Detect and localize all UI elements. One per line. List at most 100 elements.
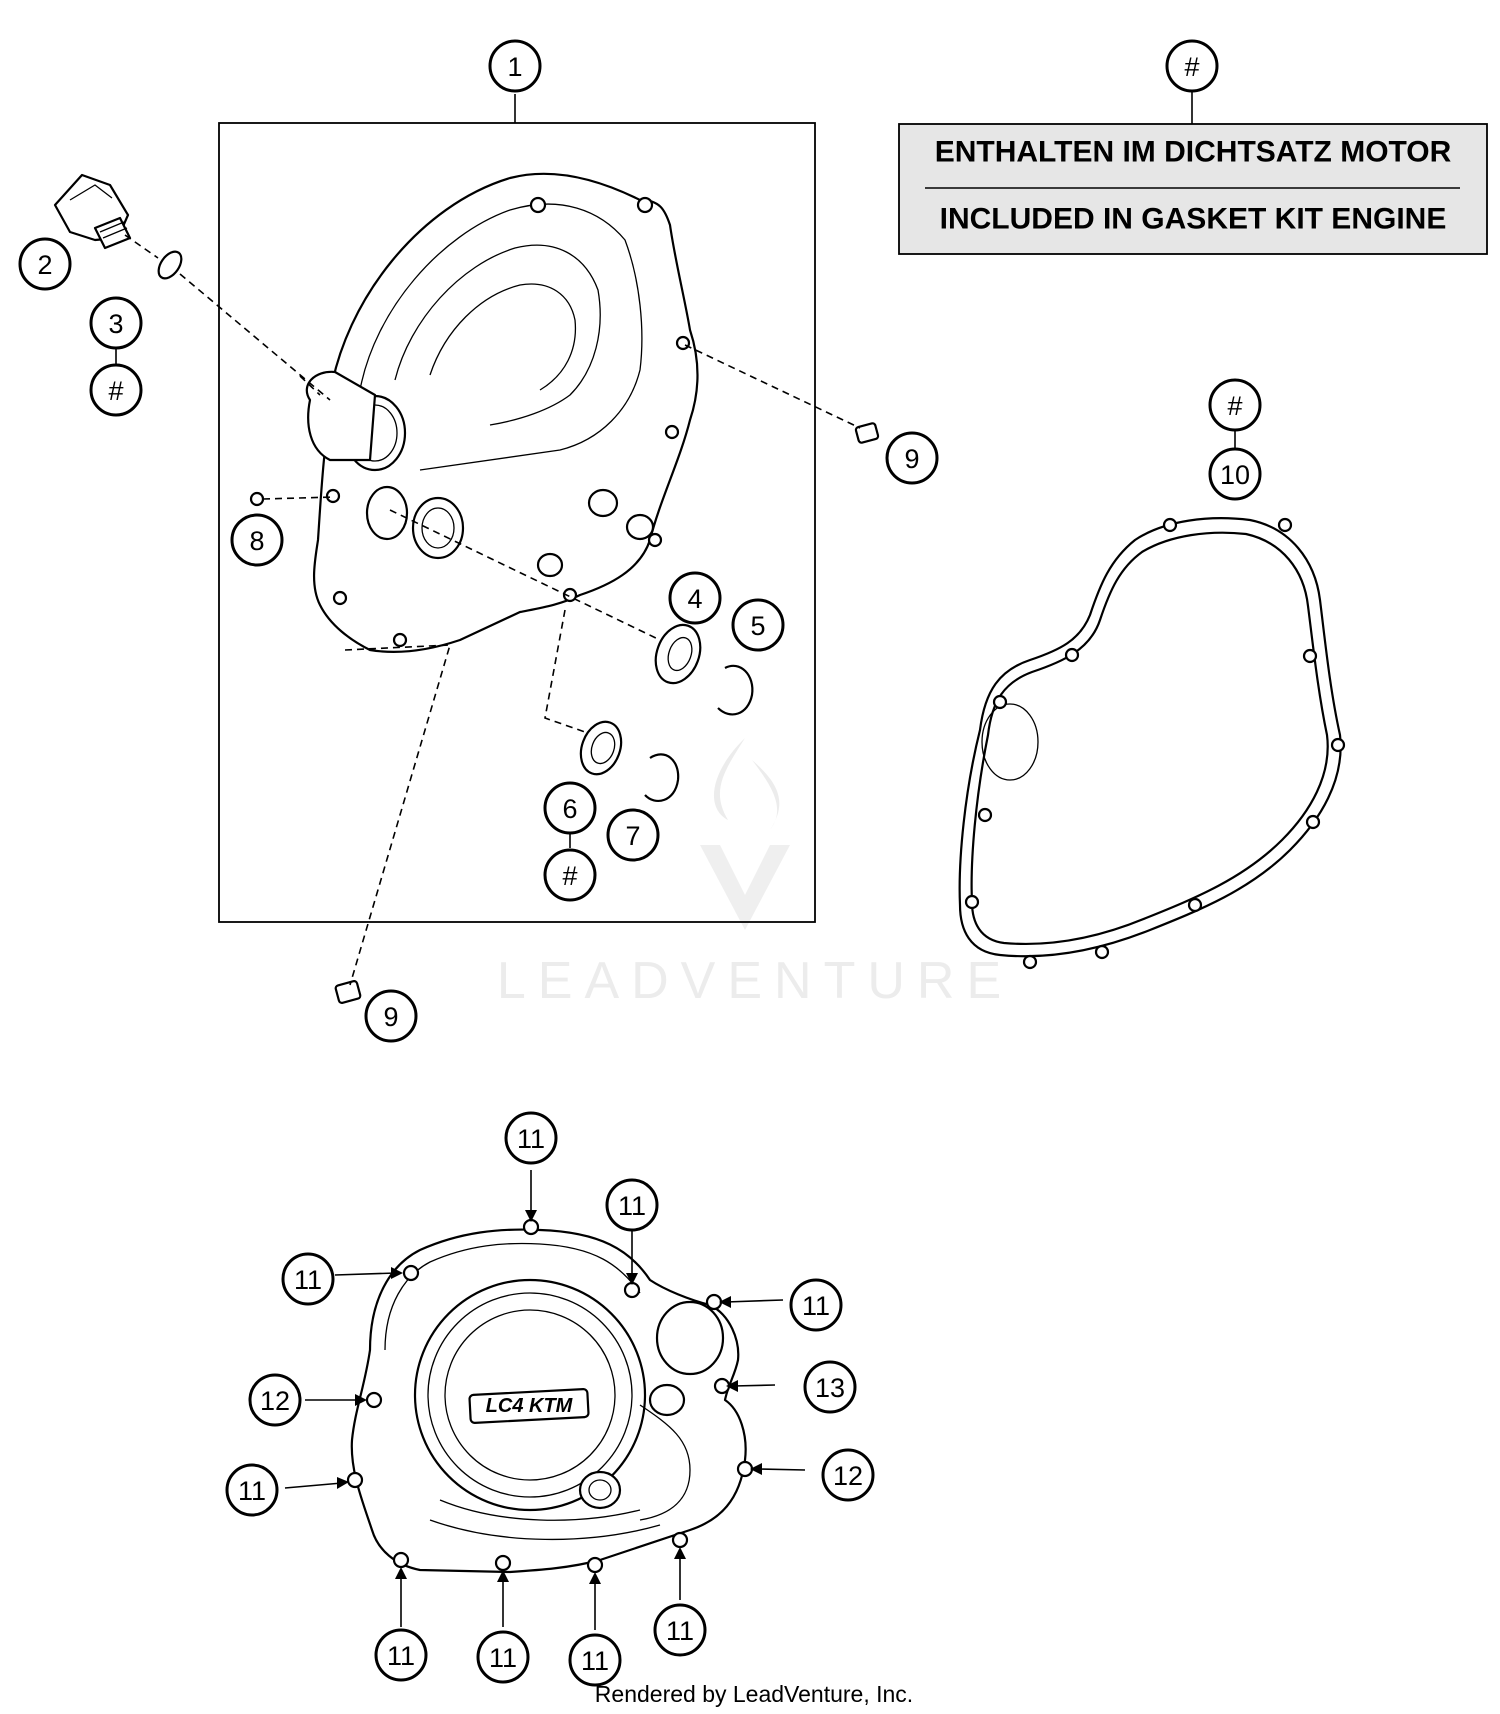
assembly-frame — [218, 122, 816, 923]
callout-label: 11 — [489, 1643, 517, 1673]
callout-label: 11 — [666, 1616, 694, 1646]
callout-label: 12 — [833, 1461, 863, 1491]
oil-filler-plug — [53, 173, 132, 250]
callout-c11b: 11 — [605, 1178, 659, 1232]
callout-circle — [605, 1178, 659, 1232]
screw-leaders — [284, 1170, 806, 1630]
watermark-text: LEADVENTURE — [497, 952, 1013, 1010]
callout-c12b: 12 — [821, 1448, 875, 1502]
callout-c11a: 11 — [504, 1111, 558, 1165]
callout-c6h: # — [543, 848, 597, 902]
callout-c1: 1 — [488, 39, 542, 93]
callout-c6: 6 — [543, 781, 597, 835]
watermark: LEADVENTURE — [497, 738, 1013, 1010]
ball-part — [249, 491, 265, 507]
callout-label: 11 — [294, 1265, 322, 1295]
callout-circle — [1208, 447, 1262, 501]
callout-circle — [374, 1628, 428, 1682]
callout-circle — [653, 1603, 707, 1657]
callout-label: 11 — [802, 1291, 830, 1321]
callout-circle — [668, 571, 722, 625]
callout-c11f: 11 — [374, 1628, 428, 1682]
callout-label: 3 — [108, 309, 123, 339]
callout-label: 7 — [625, 821, 640, 851]
callout-circle — [476, 1630, 530, 1684]
callout-c11d: 11 — [789, 1278, 843, 1332]
callout-circle — [89, 296, 143, 350]
note-marker: # — [1165, 39, 1219, 93]
callout-c11h: 11 — [568, 1633, 622, 1687]
callout-label: 11 — [238, 1476, 266, 1506]
callout-c8: 8 — [230, 513, 284, 567]
callout-label: 11 — [517, 1124, 545, 1154]
callout-c9b: 9 — [364, 989, 418, 1043]
callout-label: 6 — [562, 794, 577, 824]
callout-circle — [364, 989, 418, 1043]
callout-c13: 13 — [803, 1360, 857, 1414]
callout-circle — [248, 1373, 302, 1427]
installed-cover: LC4 KTM — [346, 1218, 754, 1574]
callout-label: 13 — [815, 1373, 845, 1403]
callout-label: # — [562, 861, 577, 891]
clutch-cover — [305, 172, 699, 654]
callout-label: 12 — [260, 1386, 290, 1416]
footer-credit: Rendered by LeadVenture, Inc. — [595, 1681, 913, 1707]
callout-label: 8 — [249, 526, 264, 556]
callout-circle — [18, 237, 72, 291]
note-line-en: INCLUDED IN GASKET KIT ENGINE — [940, 203, 1447, 236]
callout-c12a: 12 — [248, 1373, 302, 1427]
shaft-seal — [544, 609, 623, 776]
note-box: ENTHALTEN IM DICHTSATZ MOTOR INCLUDED IN… — [898, 90, 1488, 255]
callout-circle — [225, 1463, 279, 1517]
callout-c11c: 11 — [281, 1252, 335, 1306]
callout-label: # — [108, 376, 123, 406]
callout-circle — [821, 1448, 875, 1502]
circlip-lower — [644, 753, 680, 802]
callout-c10h: # — [1208, 378, 1262, 432]
note-marker-label: # — [1184, 52, 1199, 82]
callout-label: 2 — [37, 250, 52, 280]
dowel-pin-lower — [334, 644, 452, 1004]
callout-circle — [568, 1633, 622, 1687]
callout-c11e: 11 — [225, 1463, 279, 1517]
callout-label: 10 — [1220, 460, 1250, 490]
cover-logo-text: LC4 KTM — [486, 1395, 574, 1417]
callout-label: # — [1227, 391, 1242, 421]
callout-circle — [731, 598, 785, 652]
callout-circle — [606, 808, 660, 862]
callout-circle — [789, 1278, 843, 1332]
callout-circle — [281, 1252, 335, 1306]
callout-label: 9 — [904, 444, 919, 474]
callout-circle — [543, 848, 597, 902]
callout-c4: 4 — [668, 571, 722, 625]
circlip-upper — [717, 664, 754, 716]
callout-c3: 3 — [89, 296, 143, 350]
callout-c7: 7 — [606, 808, 660, 862]
callout-circle — [488, 39, 542, 93]
callout-c11i: 11 — [653, 1603, 707, 1657]
dowel-pin-upper — [684, 344, 880, 444]
callout-label: 11 — [387, 1641, 415, 1671]
callout-label: 4 — [687, 584, 702, 614]
callout-circle — [803, 1360, 857, 1414]
callout-c10: 10 — [1208, 447, 1262, 501]
callout-c11g: 11 — [476, 1630, 530, 1684]
callout-c2: 2 — [18, 237, 72, 291]
callout-circle — [89, 363, 143, 417]
callout-circle — [1208, 378, 1262, 432]
note-line-de: ENTHALTEN IM DICHTSATZ MOTOR — [935, 136, 1452, 169]
callout-circle — [504, 1111, 558, 1165]
callout-label: 11 — [618, 1191, 646, 1221]
bearing-part — [389, 509, 702, 685]
callout-c9a: 9 — [885, 431, 939, 485]
callout-c5: 5 — [731, 598, 785, 652]
cover-gasket — [958, 517, 1346, 970]
callout-label: 9 — [383, 1002, 398, 1032]
callout-circle — [230, 513, 284, 567]
callout-label: 11 — [581, 1646, 609, 1676]
callout-circle — [543, 781, 597, 835]
o-ring-part — [157, 250, 183, 280]
callout-label: 1 — [507, 52, 522, 82]
